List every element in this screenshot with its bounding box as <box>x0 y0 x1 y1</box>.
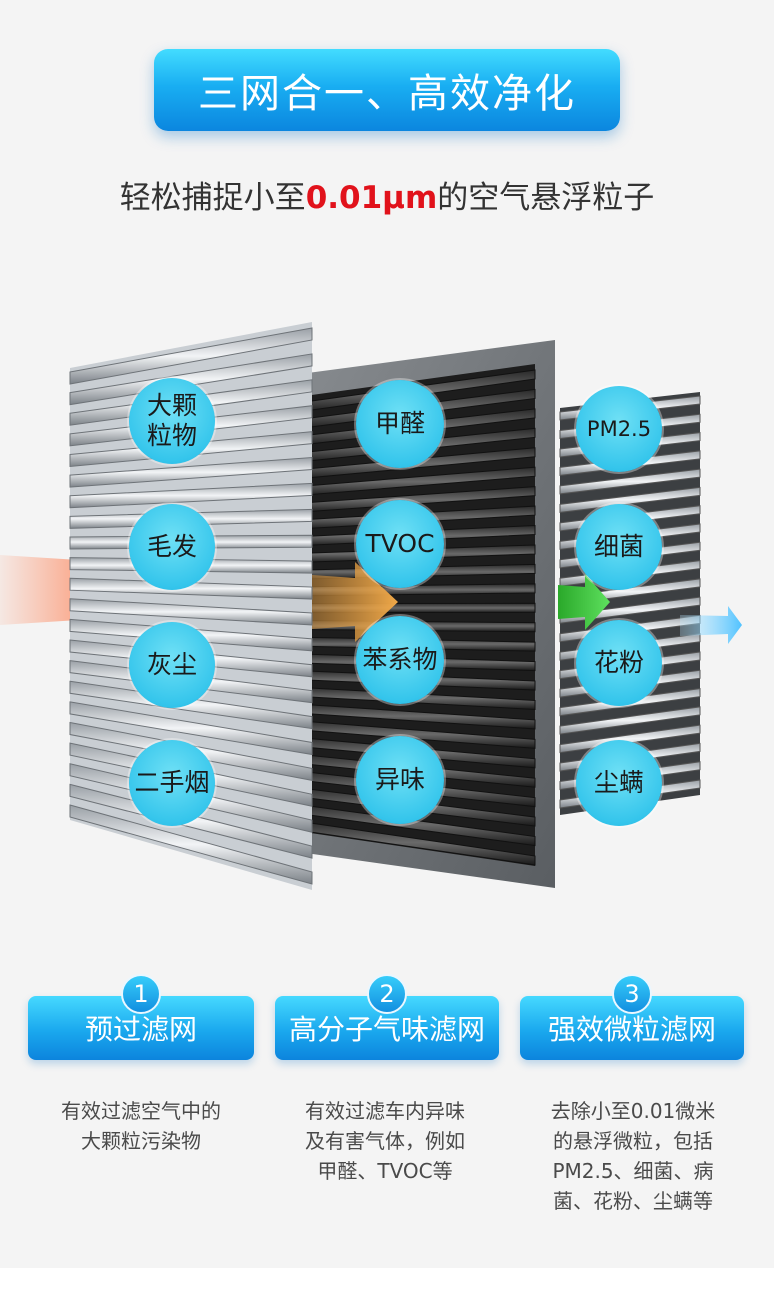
bubble-secondhand-smoke: 二手烟 <box>129 740 215 826</box>
filter-2-description: 有效过滤车内异味 及有害气体，例如 甲醛、TVOC等 <box>305 1099 465 1183</box>
filter-3-number: 3 <box>612 974 652 1014</box>
filter-1-description: 有效过滤空气中的 大颗粒污染物 <box>61 1099 221 1153</box>
bubble-dust: 灰尘 <box>129 622 215 708</box>
bubble-bacteria: 细菌 <box>576 504 662 590</box>
subtitle-suffix: 的空气悬浮粒子 <box>437 180 655 216</box>
bubble-pm25: PM2.5 <box>576 386 662 472</box>
filter-1-number: 1 <box>121 974 161 1014</box>
bubble-formaldehyde: 甲醛 <box>356 380 444 468</box>
subtitle-highlight: 0.01μm <box>305 180 438 216</box>
filter-1-title: 预过滤网 <box>28 996 254 1060</box>
bubble-pollen: 花粉 <box>576 620 662 706</box>
product-feature-page: 三网合一、高效净化 轻松捕捉小至0.01μm的空气悬浮粒子 <box>0 0 774 1268</box>
filter-3-description: 去除小至0.01微米 的悬浮微粒，包括 PM2.5、细菌、病 菌、花粉、尘螨等 <box>550 1099 716 1213</box>
bubble-odor: 异味 <box>356 736 444 824</box>
filter-layers-graphic <box>0 322 742 890</box>
bubble-benzene: 苯系物 <box>356 616 444 704</box>
bubble-dust-mites: 尘螨 <box>576 740 662 826</box>
page-title: 三网合一、高效净化 <box>154 49 620 131</box>
bubble-large-particles: 大颗 粒物 <box>129 378 215 464</box>
filter-2-number: 2 <box>367 974 407 1014</box>
subtitle-prefix: 轻松捕捉小至 <box>119 180 306 216</box>
subtitle: 轻松捕捉小至0.01μm的空气悬浮粒子 <box>0 172 774 217</box>
filter-illustration: 大颗 粒物 毛发 灰尘 二手烟 甲醛 TVOC 苯系物 异味 PM2.5 细菌 … <box>0 300 774 920</box>
bubble-hair: 毛发 <box>129 504 215 590</box>
bubble-tvoc: TVOC <box>356 500 444 588</box>
